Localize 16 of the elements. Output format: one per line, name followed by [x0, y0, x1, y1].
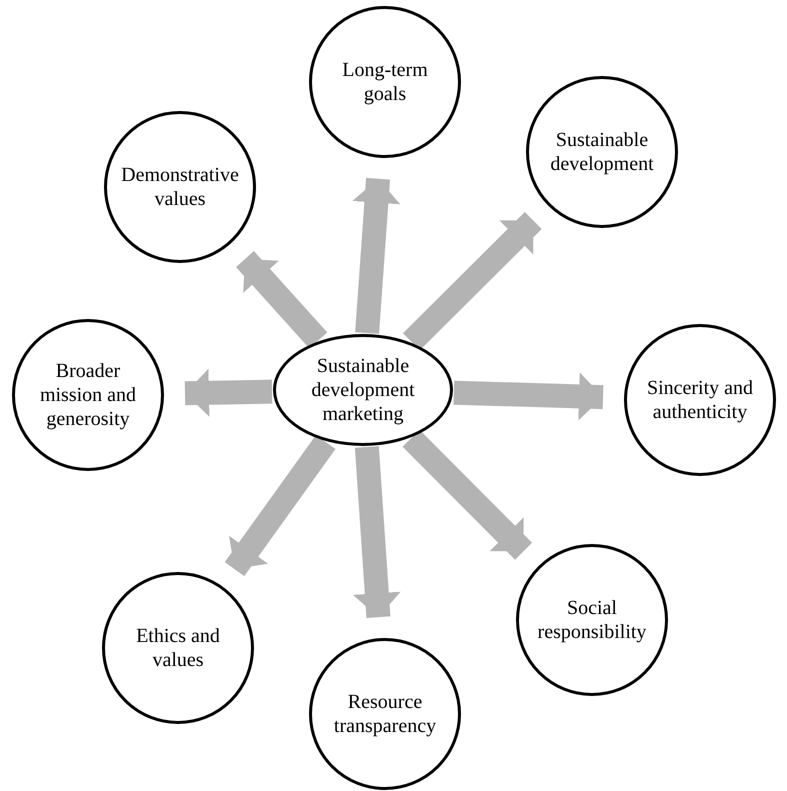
block-arrow: [224, 434, 336, 576]
block-arrow: [352, 178, 400, 334]
node-label: Sincerity and authenticity: [646, 376, 754, 424]
node-label: Social responsibility: [536, 596, 648, 644]
node-label: Long-term goals: [341, 58, 429, 106]
node-label: Sustainable development: [549, 128, 655, 176]
node-label: Ethics and values: [135, 624, 221, 672]
block-arrow: [352, 446, 401, 618]
block-arrow: [236, 251, 328, 348]
block-arrow: [184, 368, 272, 417]
node-label: Broader mission and generosity: [38, 359, 138, 431]
node-label: Sustainable development marketing: [310, 354, 416, 426]
block-arrow: [454, 372, 604, 420]
node-label: Resource transparency: [332, 690, 438, 738]
node-label: Demonstrative values: [120, 163, 240, 211]
block-arrow: [402, 212, 542, 350]
